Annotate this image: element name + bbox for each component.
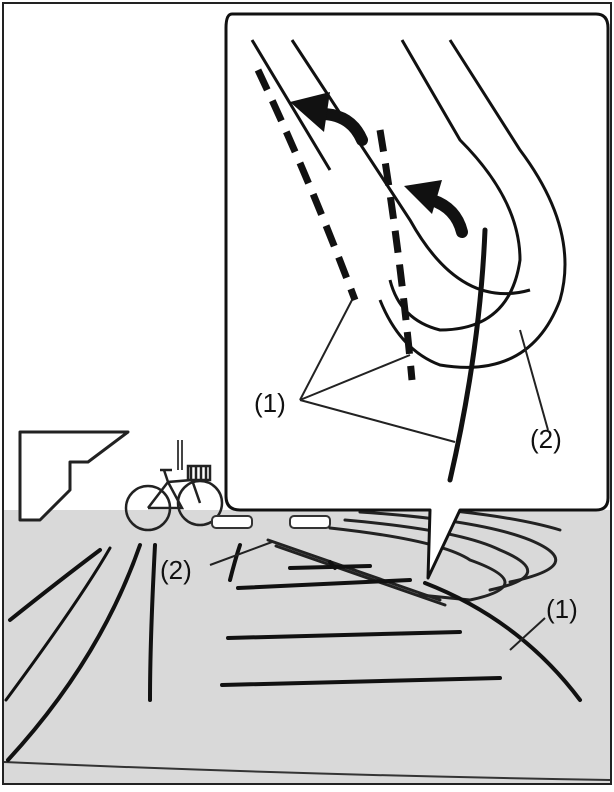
ground-bottom-edge [3,761,611,781]
label-guide-lines-ground: (1) [546,594,578,624]
guide-line-inner-left [228,543,242,582]
ground-surface [4,510,610,783]
distance-marks [220,560,502,687]
magnified-callout [224,12,610,580]
wall-corner [18,430,130,522]
guide-lines-left [4,543,157,762]
callout-solid-guide [447,227,488,483]
leader-bottom-2 [209,541,273,566]
label-parking-lines-callout: (2) [530,424,562,454]
arrow-right-icon [404,180,468,238]
callout-dashed-guides [254,68,416,381]
leader-bottom-1 [509,617,546,651]
arrow-left-icon [290,92,368,146]
callout-leaders [299,299,549,443]
guide-line-right [423,581,582,702]
bicycle-icon [124,464,224,532]
wheel-stop-right [289,515,331,529]
posts [177,440,183,470]
label-parking-lines-ground: (2) [160,555,192,585]
wheel-stop-left [211,515,253,529]
label-guide-lines-callout: (1) [254,388,286,418]
